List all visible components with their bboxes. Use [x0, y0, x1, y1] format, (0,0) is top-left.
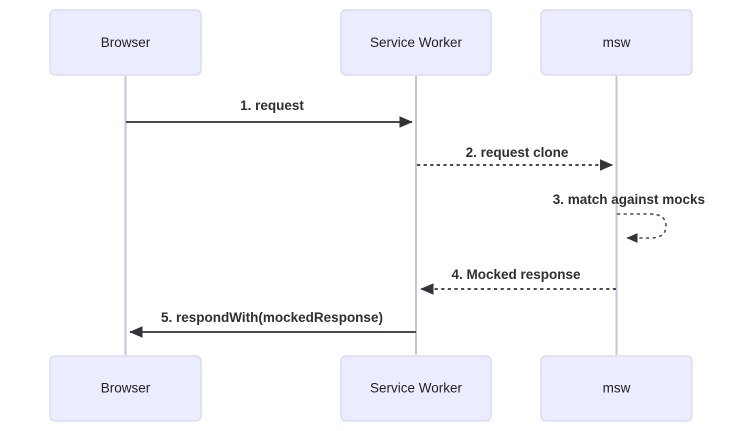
- message-2-request-clone[interactable]: 2. request clone: [417, 145, 614, 171]
- message-3-match-against-mocks[interactable]: 3. match against mocks: [553, 192, 705, 243]
- message-5-label: 5. respondWith(mockedResponse): [161, 310, 383, 325]
- participant-footer-service-worker[interactable]: Service Worker: [340, 355, 492, 422]
- participant-label-browser: Browser: [101, 35, 151, 50]
- participant-box-service-worker-bottom[interactable]: [340, 355, 492, 422]
- participant-box-msw[interactable]: [540, 9, 693, 76]
- message-1-label: 1. request: [240, 98, 304, 113]
- participant-label-service-worker: Service Worker: [370, 35, 463, 50]
- message-4-label: 4. Mocked response: [451, 267, 581, 282]
- message-1-request[interactable]: 1. request: [126, 98, 413, 128]
- participant-box-browser-bottom[interactable]: [49, 355, 202, 422]
- message-2-label: 2. request clone: [466, 145, 569, 160]
- participant-label-msw: msw: [603, 35, 631, 50]
- lifelines-group: [124, 76, 618, 355]
- participant-label-msw-bottom: msw: [603, 381, 631, 396]
- participant-header-browser[interactable]: Browser: [49, 9, 202, 76]
- message-3-self-loop-arrow: [617, 213, 667, 243]
- participant-footer-browser[interactable]: Browser: [49, 355, 202, 422]
- message-4-mocked-response[interactable]: 4. Mocked response: [420, 267, 616, 295]
- participant-footer-msw[interactable]: msw: [540, 355, 693, 422]
- participant-header-msw[interactable]: msw: [540, 9, 693, 76]
- participant-box-msw-bottom[interactable]: [540, 355, 693, 422]
- participant-box-browser[interactable]: [49, 9, 202, 76]
- participant-header-service-worker[interactable]: Service Worker: [340, 9, 492, 76]
- participant-label-browser-bottom: Browser: [101, 381, 151, 396]
- message-5-respond-with[interactable]: 5. respondWith(mockedResponse): [129, 310, 416, 338]
- participant-label-service-worker-bottom: Service Worker: [370, 381, 463, 396]
- participant-box-service-worker[interactable]: [340, 9, 492, 76]
- message-3-label: 3. match against mocks: [553, 192, 705, 207]
